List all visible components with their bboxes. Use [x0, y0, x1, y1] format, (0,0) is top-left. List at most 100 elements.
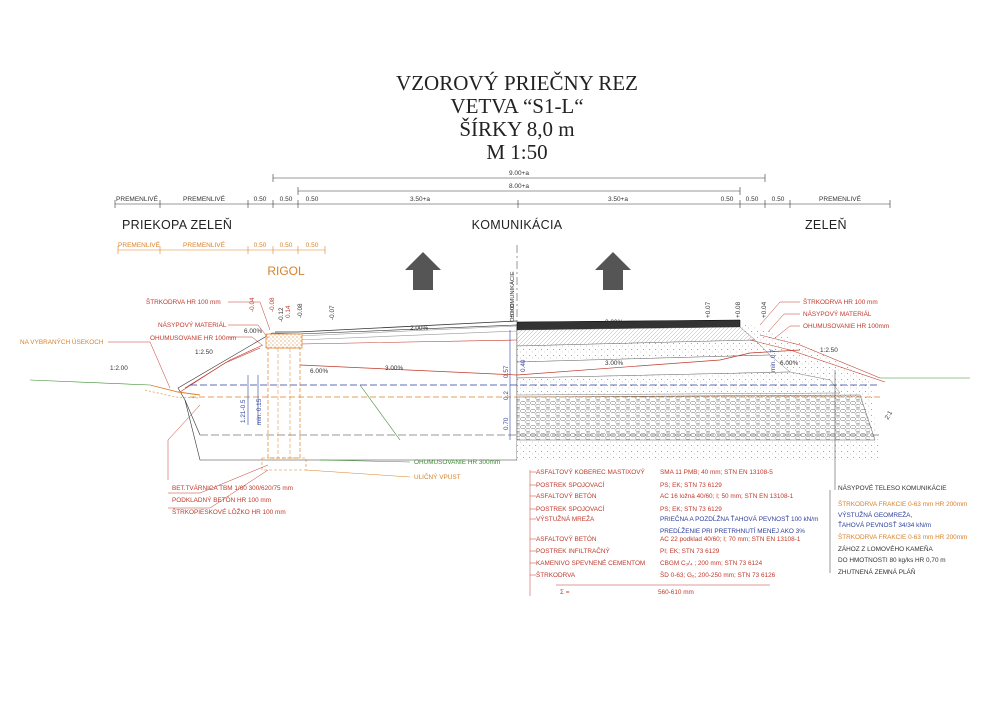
height-left-m008b: -0.08: [297, 303, 304, 318]
axis-label: OS KOMUNIKÁCIE: [509, 271, 516, 322]
legend-item: ZÁHOZ Z LOMOVÉHO KAMEŇA: [838, 544, 934, 553]
dim-050-3: 0.50: [306, 196, 319, 203]
rigol-label: RIGOL: [267, 264, 305, 278]
title-block: VZOROVÝ PRIEČNY REZ VETVA “S1-L“ ŠÍRKY 8…: [396, 71, 638, 164]
legend-item: ŠTRKODRVA FRAKCIE 0-63 mm HR 200mm: [838, 532, 967, 541]
layer-spec: PI; EK; STN 73 6129: [660, 548, 720, 555]
layer-name: KAMENIVO SPEVNENÉ CEMENTOM: [536, 558, 645, 567]
sum-value: 560-610 mm: [658, 589, 694, 596]
slope-300-right: 3.00%: [605, 360, 623, 367]
street-drain: [261, 333, 307, 471]
dim-050-5: 0.50: [746, 196, 759, 203]
rigol-dim-050-2: 0.50: [280, 242, 293, 249]
zone-zelen: ZELEŇ: [805, 217, 847, 232]
slope-200-road: 2.00%: [605, 319, 623, 326]
dim-total-8: 8.00+a: [509, 183, 529, 190]
leader-ohumus300: [319, 459, 411, 463]
slope-300-left: 3.00%: [385, 365, 403, 372]
dimension-lines: [114, 174, 891, 208]
arrow-up-icon: [595, 252, 631, 290]
dim-min015: min. 0.15: [256, 398, 263, 425]
dim-premenlive-2: PREMENLIVÉ: [183, 194, 226, 203]
layer-spec: PRIEČNA A POZDĹŽNA ŤAHOVÁ PEVNOSŤ 100 kN…: [660, 514, 818, 523]
dim-050-4: 0.50: [721, 196, 734, 203]
left-leaders: [108, 301, 271, 509]
sum-label: Σ =: [560, 589, 570, 596]
layer-spec: AC 16 ložná 40/60; I; 50 mm; STN EN 1310…: [660, 493, 794, 500]
rigol-dim-premenlive-1: PREMENLIVÉ: [118, 240, 161, 249]
layer-spec: AC 22 podklad 40/60; I; 70 mm; STN EN 13…: [660, 536, 801, 543]
layer-name: ASFALTOVÝ BETÓN: [536, 534, 597, 543]
slope-200-top: 2.00%: [410, 325, 428, 332]
dim-050-1: 0.50: [254, 196, 267, 203]
layer-name: POSTREK SPOJOVACÍ: [536, 504, 605, 513]
height-left-m007: -0.07: [329, 305, 336, 320]
dim-050-2: 0.50: [280, 196, 293, 203]
arrow-up-icon: [405, 252, 441, 290]
height-right-p007: +0.07: [705, 301, 712, 318]
slope-600-right: 6.00%: [780, 360, 798, 367]
legend-item: VÝSTUŽNÁ GEOMREŽA,: [838, 510, 912, 519]
zone-priekopa-zelen: PRIEKOPA ZELEŇ: [122, 217, 232, 232]
left-label-strkodrva: ŠTRKODRVA HR 100 mm: [146, 297, 221, 306]
right-label-ohumus: OHUMUSOVANIE HR 100mm: [803, 323, 889, 330]
height-000: ±0.00: [510, 304, 516, 318]
left-label-nasypovy: NÁSYPOVÝ MATERIÁL: [158, 320, 227, 329]
slope-600-left2: 6.00%: [310, 368, 328, 375]
dim-070: 0.70: [503, 417, 510, 430]
right-label-nasypovy: NÁSYPOVÝ MATERIÁL: [803, 309, 872, 318]
right-label-strkodrva: ŠTRKODRVA HR 100 mm: [803, 297, 878, 306]
layer-name: VÝSTUŽNÁ MREŽA: [536, 514, 595, 523]
slope-2-1: 2:1: [884, 409, 895, 421]
rigol-dim-050-3: 0.50: [306, 242, 319, 249]
height-left-014: 0.14: [285, 305, 292, 318]
legend-item: ŤAHOVÁ PEVNOSŤ 34/34 kN/m: [838, 520, 931, 529]
layer-list: ASFALTOVÝ KOBEREC MASTIXOVÝ SMA 11 PMB; 4…: [530, 467, 818, 579]
rigol-dim-050-1: 0.50: [254, 242, 267, 249]
dim-premenlive-1: PREMENLIVÉ: [116, 194, 159, 203]
legend-item: ŠTRKODRVA FRAKCIE 0-63 mm HR 200mm: [838, 499, 967, 508]
left-label-vpust: ULIČNÝ VPUST: [414, 472, 461, 481]
dim-050-6: 0.50: [772, 196, 785, 203]
layer-name: POSTREK SPOJOVACÍ: [536, 480, 605, 489]
layer-name: ASFALTOVÝ KOBEREC MASTIXOVÝ: [536, 467, 646, 476]
rigol-dimensions: [117, 246, 326, 254]
slope-600-left: 6.00%: [244, 328, 262, 335]
height-right-p008: +0.08: [735, 301, 742, 318]
dim-premenlive-3: PREMENLIVÉ: [819, 194, 862, 203]
left-label-podkladny: PODKLADNÝ BETÓN HR 100 mm: [172, 495, 271, 504]
layer-spec: CBGM C₃/₄ ; 200 mm; STN 73 6124: [660, 560, 763, 567]
layer-spec: PS; EK; STN 73 6129: [660, 506, 722, 513]
dim-350-left: 3.50+a: [410, 196, 430, 203]
leader-vpust: [305, 469, 411, 478]
layer-name: ASFALTOVÝ BETÓN: [536, 491, 597, 500]
title-line-2: VETVA “S1-L“: [450, 94, 583, 118]
left-depth-dims: [247, 330, 511, 440]
title-line-3: ŠÍRKY 8,0 m: [459, 117, 574, 141]
height-left-m008: -0.08: [269, 297, 276, 312]
layer-spec: ŠD 0-63; G₆; 200-250 mm; STN 73 6126: [660, 570, 776, 579]
layer-spec: SMA 11 PMB; 40 mm; STN EN 13108-5: [660, 469, 773, 476]
dim-040: 0.40: [520, 359, 527, 372]
layer-name: ŠTRKODRVA: [536, 570, 576, 579]
title-line-4: M 1:50: [486, 140, 547, 164]
dim-350-right: 3.50+a: [608, 196, 628, 203]
road-body: [177, 319, 880, 461]
dim-02: 0.2: [503, 391, 510, 400]
rigol-dim-premenlive-2: PREMENLIVÉ: [183, 240, 226, 249]
dim-121: 1.21-0.5: [240, 399, 247, 423]
slope-250-left: 1:2.50: [195, 349, 213, 356]
dim-total-9: 9.00+a: [509, 170, 529, 177]
left-label-tvarnica: BET.TVÁRNICA TBM 1/60 300/620/75 mm: [172, 483, 293, 492]
legend-item: ZHUTNENÁ ZEMNÁ PLÁŇ: [838, 567, 916, 576]
legend-item: DO HMOTNOSTI 80 kg/ks HR 0,70 m: [838, 557, 946, 564]
right-leaders: [759, 301, 800, 339]
left-label-vybrane: NA VYBRANÝCH ÚSEKOCH: [20, 337, 104, 346]
height-left-m004: -0.04: [249, 297, 256, 312]
slope-250-right: 1:2.50: [820, 347, 838, 354]
left-label-strkopieskove: ŠTRKOPIESKOVÉ LÔŽKO HR 100 mm: [172, 507, 286, 516]
dim-min07: min. 0.7: [770, 349, 777, 372]
zone-komunikacia: KOMUNIKÁCIA: [472, 217, 563, 232]
height-right-p004: +0.04: [761, 301, 768, 318]
